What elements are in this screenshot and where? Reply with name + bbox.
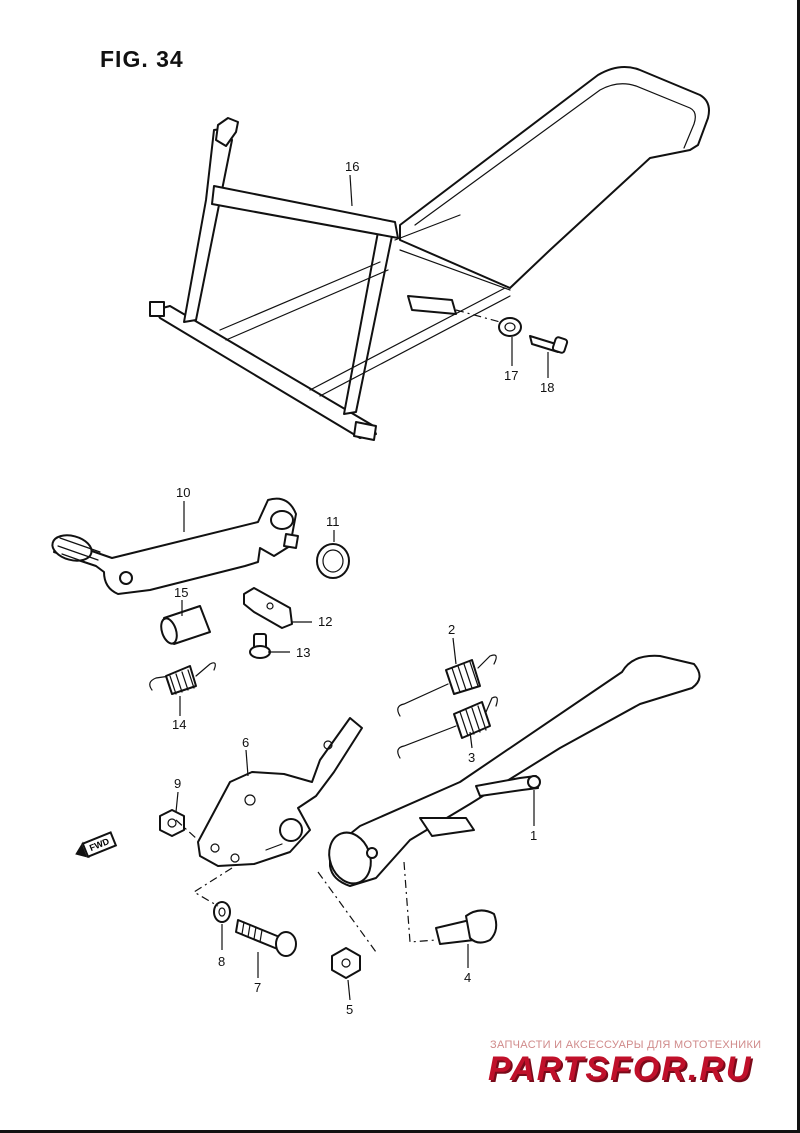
callout-17: 17 xyxy=(504,368,518,383)
callout-4: 4 xyxy=(464,970,471,985)
callout-1: 1 xyxy=(530,828,537,843)
leader-lines xyxy=(175,174,549,1001)
callout-3: 3 xyxy=(468,750,475,765)
watermark-logo: PARTSFOR.RU xyxy=(488,1050,753,1088)
callout-14: 14 xyxy=(172,717,186,732)
callout-5: 5 xyxy=(346,1002,353,1017)
pivot-bolt-4 xyxy=(435,909,498,945)
kick-lever-10 xyxy=(51,497,299,595)
nut-9 xyxy=(159,809,185,837)
bracket-12 xyxy=(243,587,293,629)
bolt-18 xyxy=(529,335,569,354)
bushing-17 xyxy=(498,317,522,337)
callout-18: 18 xyxy=(540,380,554,395)
callout-13: 13 xyxy=(296,645,310,660)
side-stand-1 xyxy=(328,654,701,887)
spring-2 xyxy=(397,654,497,717)
callout-12: 12 xyxy=(318,614,332,629)
nut-5 xyxy=(331,947,361,979)
washer-11 xyxy=(316,543,350,579)
bolt-7 xyxy=(235,919,297,957)
washer-8 xyxy=(213,901,231,923)
bolt-13 xyxy=(249,633,271,659)
callout-15: 15 xyxy=(174,585,188,600)
watermark-tagline: ЗАПЧАСТИ И АКСЕССУАРЫ ДЛЯ МОТОТЕХНИКИ xyxy=(490,1039,762,1051)
callout-10: 10 xyxy=(176,485,190,500)
spring-14 xyxy=(149,662,216,695)
main-stand-frame xyxy=(149,65,710,441)
spacer-15 xyxy=(160,605,211,645)
spring-3 xyxy=(397,696,498,759)
figure-title: FIG. 34 xyxy=(100,46,184,72)
callout-8: 8 xyxy=(218,954,225,969)
callout-2: 2 xyxy=(448,622,455,637)
stand-bracket-6 xyxy=(197,717,363,867)
callout-16: 16 xyxy=(345,159,359,174)
callout-7: 7 xyxy=(254,980,261,995)
callout-6: 6 xyxy=(242,735,249,750)
callout-labels: 16 17 18 10 11 15 12 13 14 2 3 1 6 9 8 7… xyxy=(172,159,554,1017)
callout-9: 9 xyxy=(174,776,181,791)
callout-11: 11 xyxy=(326,514,340,529)
